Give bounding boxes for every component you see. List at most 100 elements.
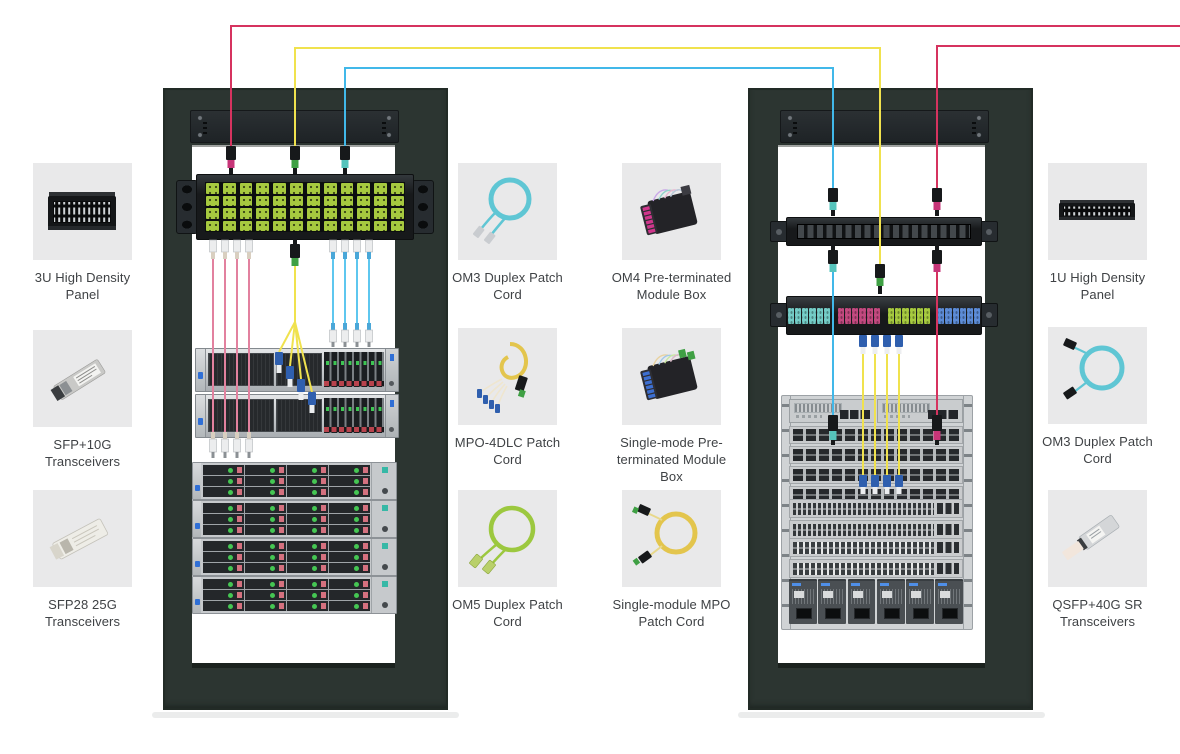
lc-adapter	[816, 308, 823, 324]
om5-duplex-cord-image	[469, 505, 536, 575]
lc-adapter	[374, 208, 388, 219]
server-right-panel	[371, 463, 396, 499]
adapter-group-aqua	[787, 308, 830, 324]
drive-tray	[329, 590, 370, 600]
lc-adapter	[239, 220, 253, 231]
status-led	[390, 400, 394, 407]
lc-adapter	[290, 208, 303, 219]
drive-tray	[203, 579, 244, 589]
product-image-sfp28	[33, 490, 132, 587]
panel-ear-left	[176, 180, 198, 234]
lc-adapter	[340, 195, 354, 206]
drive-tray	[203, 541, 244, 551]
lc-adapter	[374, 183, 388, 194]
power-inlet	[795, 608, 812, 619]
power-supply	[847, 579, 876, 624]
psu-label	[852, 591, 863, 598]
sfp-ports	[793, 502, 934, 515]
mgmt-ports	[840, 410, 870, 419]
server-right-panel	[371, 577, 396, 613]
storage-server	[192, 500, 397, 538]
lc-adapter	[357, 195, 371, 206]
sfp-line-card	[789, 520, 963, 539]
rack-right-base	[778, 663, 985, 668]
drive-tray	[329, 503, 370, 513]
drive-leds	[324, 407, 384, 411]
product-image-om3-cord	[458, 163, 557, 260]
drive-tray	[245, 476, 286, 486]
lc-adapter	[290, 195, 303, 206]
product-card: Single-mode Pre-terminated Module Box	[617, 328, 726, 485]
lc-adapter	[888, 308, 895, 324]
singlemode-module-box-image	[640, 348, 698, 401]
lc-adapter	[222, 220, 236, 231]
mpo-4dlc-cord-image	[477, 342, 528, 413]
drive-tray	[203, 487, 244, 497]
lc-adapter	[357, 208, 371, 219]
lc-adapter	[852, 308, 859, 324]
lc-adapter	[859, 308, 866, 324]
product-image-mpo-cord	[622, 490, 721, 587]
lc-adapter	[222, 195, 236, 206]
qsfp-transceiver-image	[1062, 515, 1120, 561]
lc-adapter	[952, 308, 959, 324]
supervisor-module	[789, 399, 875, 423]
lc-adapter	[323, 183, 337, 194]
drive-tray	[245, 525, 286, 535]
adapter-column	[222, 183, 236, 231]
rj45-line-cards	[789, 538, 963, 578]
splice-ports	[797, 224, 971, 239]
product-card: MPO-4DLC Patch Cord	[455, 328, 560, 468]
server-bezel	[193, 577, 201, 613]
lc-adapter	[809, 308, 816, 324]
rj45-ports	[793, 541, 934, 554]
power-inlet	[912, 608, 929, 619]
sfp28-transceiver-image	[49, 518, 108, 560]
lc-adapter	[357, 220, 371, 231]
drive-tray	[245, 590, 286, 600]
psu-label	[794, 591, 804, 598]
server-bezel	[196, 395, 206, 437]
lc-adapter	[273, 208, 287, 219]
lc-adapter	[945, 308, 952, 324]
drive-latches	[324, 427, 384, 432]
chassis-flange	[963, 396, 972, 629]
psu-label	[940, 591, 951, 598]
product-label: OM4 Pre-terminated Module Box	[611, 270, 732, 303]
lc-adapter	[306, 195, 320, 206]
lc-adapter	[902, 308, 909, 324]
lc-adapter	[391, 208, 404, 219]
server-right-panel	[385, 395, 398, 437]
drive-leds	[324, 361, 384, 365]
product-label: QSFP+40G SR Transceivers	[1052, 597, 1143, 630]
storage-server	[192, 462, 397, 500]
server-grille	[208, 353, 274, 386]
lc-adapter	[222, 183, 236, 194]
drive-tray	[245, 503, 286, 513]
drive-tray	[287, 525, 328, 535]
product-label: Single-mode Pre-terminated Module Box	[616, 435, 727, 485]
lc-adapter	[239, 183, 253, 194]
lc-adapter	[290, 220, 303, 231]
drive-tray	[287, 590, 328, 600]
lc-adapter	[895, 308, 902, 324]
power-inlet	[854, 608, 871, 619]
psu-label	[881, 591, 892, 598]
lc-adapter	[837, 308, 845, 324]
product-label: OM5 Duplex Patch Cord	[452, 597, 563, 630]
drive-tray-grid	[203, 541, 370, 573]
product-image-sfp10g	[33, 330, 132, 427]
brand-chip	[195, 484, 200, 491]
drive-tray	[287, 601, 328, 611]
psu-label	[823, 591, 834, 598]
lc-adapter	[206, 183, 219, 194]
power-supply	[789, 579, 817, 624]
drive-tray	[329, 487, 370, 497]
qsfp-line-cards	[789, 426, 963, 504]
1u-panel-image	[1059, 200, 1135, 220]
power-button	[389, 381, 394, 386]
lc-adapter	[273, 195, 287, 206]
drive-tray-grid	[203, 465, 370, 497]
lc-adapter-grid	[205, 182, 405, 232]
